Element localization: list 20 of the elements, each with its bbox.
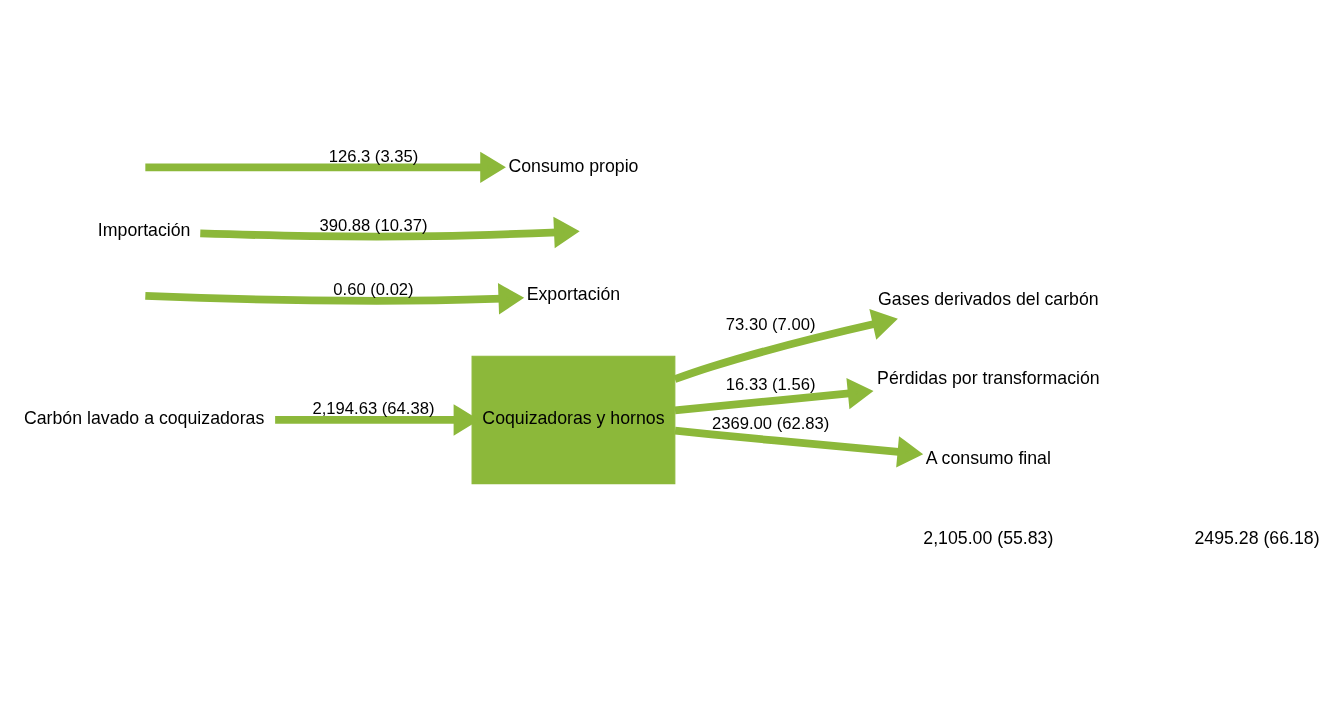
arrow	[673, 308, 898, 383]
node-text: A consumo final	[925, 448, 1051, 469]
node-text: Gases derivados del carbón	[878, 288, 1099, 309]
edge-label: 2,194.63 (64.38)	[312, 399, 435, 419]
edge-label: 2369.00 (62.83)	[712, 413, 830, 433]
node-text: Exportación	[526, 284, 621, 305]
edge-label: 0.60 (0.02)	[333, 279, 414, 299]
node-box: Coquizadoras y hornos	[471, 355, 676, 485]
node-text: Importación	[97, 219, 191, 240]
label: 2495.28 (66.18)	[1194, 527, 1320, 548]
node-text: Pérdidas por transformación	[877, 368, 1100, 389]
arrow	[674, 377, 874, 415]
edge-label: 16.33 (1.56)	[725, 375, 816, 395]
node-text: Carbón lavado a coquizadoras	[23, 408, 265, 429]
edge-label: 126.3 (3.35)	[328, 146, 419, 166]
edge-label: 390.88 (10.37)	[319, 215, 428, 235]
node-text: Consumo propio	[508, 155, 639, 176]
edge-label: 73.30 (7.00)	[725, 315, 816, 335]
label: 2,105.00 (55.83)	[923, 527, 1054, 548]
arrow	[674, 426, 924, 468]
